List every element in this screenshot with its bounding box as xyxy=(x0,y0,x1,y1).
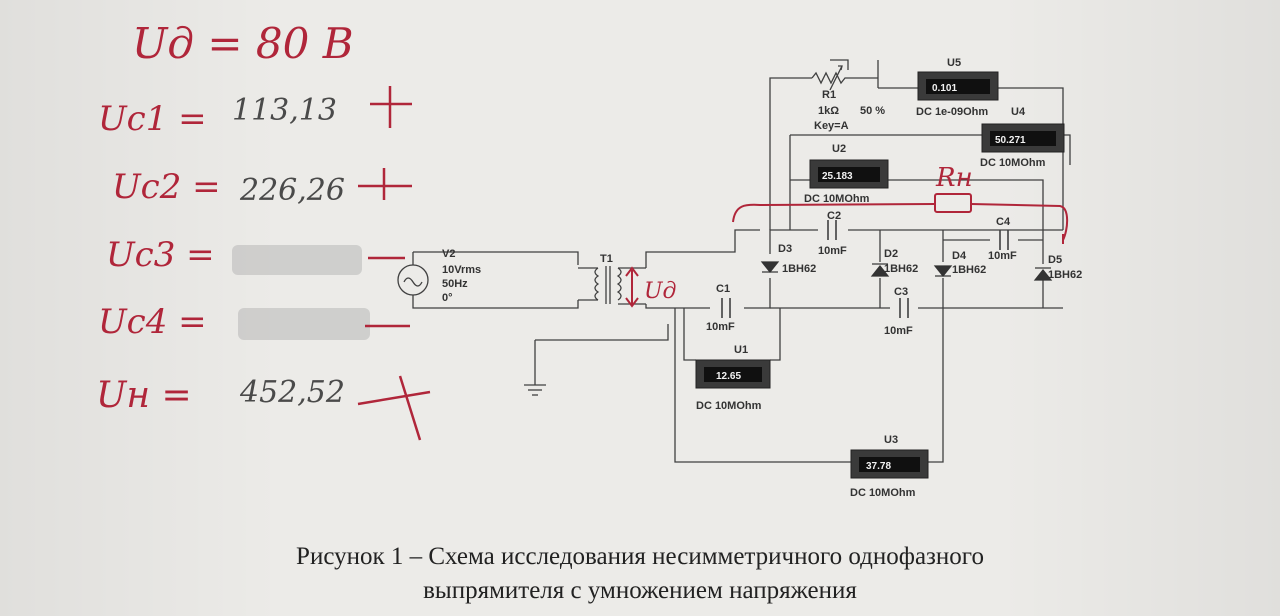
u5-mode: DC 1e-09Ohm xyxy=(916,106,988,118)
figure-caption-line-1: Рисунок 1 – Схема исследования несимметр… xyxy=(296,543,984,570)
u5-name: U5 xyxy=(947,57,961,69)
source-phase: 0° xyxy=(442,292,453,304)
c3-value: 10mF xyxy=(884,325,913,337)
handwritten-rn-label: Rн xyxy=(935,163,973,193)
note-uc2-label: Uc2 = xyxy=(112,167,221,207)
note-ud: Uд = 80 B xyxy=(132,19,354,68)
potentiometer-r1-symbol xyxy=(811,59,849,91)
r1-value: 1kΩ xyxy=(818,105,839,117)
meter-u4: 50.271 DC 10MOhm xyxy=(980,123,1065,169)
note-un-value: 452,52 xyxy=(239,375,345,410)
u3-name: U3 xyxy=(884,434,898,446)
d3-name: D3 xyxy=(778,243,792,255)
c1-value: 10mF xyxy=(706,321,735,333)
note-un-label: Uн = xyxy=(96,375,192,416)
u2-mode: DC 10MOhm xyxy=(804,193,870,205)
note-uc4-label: Uc4 = xyxy=(98,302,207,342)
ac-source-symbol xyxy=(397,264,429,296)
transformer-name: T1 xyxy=(600,253,613,265)
u5-reading: 0.101 xyxy=(932,83,957,94)
u2-reading: 25.183 xyxy=(822,171,853,182)
note-uc3-label: Uc3 = xyxy=(106,235,215,275)
c2-name: C2 xyxy=(827,210,841,222)
capacitor-c2-symbol xyxy=(827,220,837,240)
c3-name: C3 xyxy=(894,286,908,298)
d5-model: 1BH62 xyxy=(1048,269,1082,281)
c4-value: 10mF xyxy=(988,250,1017,262)
tick-mark-6 xyxy=(357,375,431,441)
handwritten-ud-arrow xyxy=(625,266,639,308)
note-uc2-value: 226,26 xyxy=(239,173,345,208)
capacitor-c1-symbol xyxy=(721,298,731,318)
capacitor-c4-symbol xyxy=(999,230,1009,250)
d5-name: D5 xyxy=(1048,254,1062,266)
note-uc1-value: 113,13 xyxy=(232,93,337,128)
u1-mode: DC 10MOhm xyxy=(696,400,762,412)
wires xyxy=(412,60,1071,463)
tick-mark-2 xyxy=(358,168,412,200)
handwritten-ud-mark: Uд xyxy=(644,279,677,304)
d4-name: D4 xyxy=(952,250,967,262)
u1-reading: 12.65 xyxy=(716,371,741,382)
u4-mode: DC 10MOhm xyxy=(980,157,1046,169)
d2-name: D2 xyxy=(884,248,898,260)
d4-model: 1BH62 xyxy=(952,264,986,276)
d2-model: 1BH62 xyxy=(884,263,918,275)
u4-reading: 50.271 xyxy=(995,135,1026,146)
tick-mark-1 xyxy=(370,86,412,128)
ground-symbol xyxy=(524,384,546,396)
diode-d2-symbol xyxy=(870,263,890,277)
erased-value-uc4 xyxy=(238,308,370,340)
erased-value-uc3 xyxy=(232,245,362,275)
u3-reading: 37.78 xyxy=(866,461,891,472)
handwritten-load-wire xyxy=(732,193,1069,244)
meter-u3: 37.78 U3 DC 10MOhm xyxy=(850,434,929,499)
r1-percent: 50 % xyxy=(860,105,885,117)
c1-name: C1 xyxy=(716,283,730,295)
u4-name: U4 xyxy=(1011,106,1026,118)
c4-name: C4 xyxy=(996,216,1011,228)
diode-d5-symbol xyxy=(1033,267,1053,281)
note-uc1-label: Uc1 = xyxy=(98,99,207,139)
u1-name: U1 xyxy=(734,344,748,356)
meter-u1: 12.65 U1 DC 10MOhm xyxy=(695,344,771,412)
diode-d4-symbol xyxy=(933,265,953,277)
c2-value: 10mF xyxy=(818,245,847,257)
u2-name: U2 xyxy=(832,143,846,155)
meter-u2: 25.183 U2 DC 10MOhm xyxy=(804,143,889,205)
source-voltage: 10Vrms xyxy=(442,264,481,276)
source-frequency: 50Hz xyxy=(442,278,468,290)
r1-key: Key=A xyxy=(814,120,849,132)
r1-name: R1 xyxy=(822,89,836,101)
handwritten-notes: Uд = 80 B Uc1 = 113,13 Uc2 = 226,26 Uc3 … xyxy=(96,19,431,441)
meter-u5: 0.101 U5 DC 1e-09Ohm xyxy=(916,57,999,118)
figure-caption-line-2: выпрямителя с умножением напряжения xyxy=(423,577,857,604)
diode-d3-symbol xyxy=(760,261,780,273)
d3-model: 1BH62 xyxy=(782,263,816,275)
u3-mode: DC 10MOhm xyxy=(850,487,916,499)
capacitor-c3-symbol xyxy=(899,298,909,318)
source-name: V2 xyxy=(442,248,455,260)
